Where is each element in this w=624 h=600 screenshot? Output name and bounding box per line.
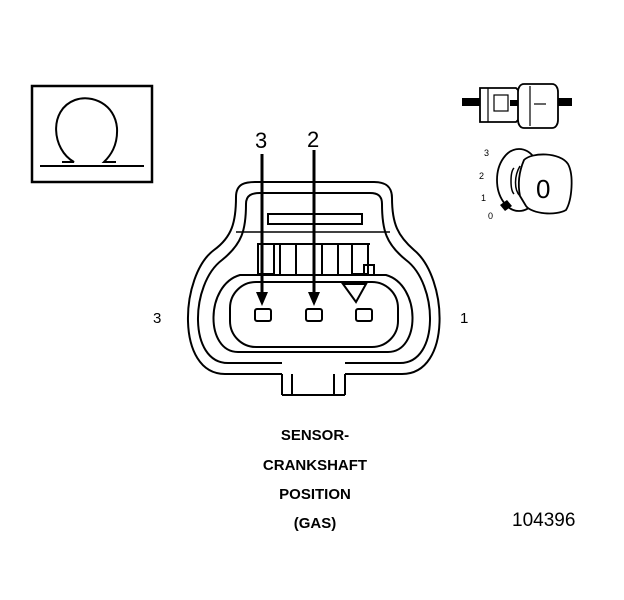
position-scale-2: 2 xyxy=(479,171,485,181)
side-label-left: 3 xyxy=(153,310,162,327)
terminal-2 xyxy=(305,308,323,322)
caption-line-3: POSITION xyxy=(279,486,351,503)
side-label-right: 1 xyxy=(460,310,469,327)
position-scale-1: 1 xyxy=(481,193,487,203)
view-label: 0 xyxy=(536,174,551,204)
caption-line-2: CRANKSHAFT xyxy=(262,457,368,474)
arrow-to-terminal-3 xyxy=(256,154,268,306)
pin-label-2-top: 2 xyxy=(307,127,320,152)
pin-label-3-top: 3 xyxy=(255,128,268,153)
ohm-icon xyxy=(30,84,154,184)
terminal-1 xyxy=(355,308,373,322)
position-scale-3: 3 xyxy=(484,148,490,158)
caption-line-4: (GAS) xyxy=(293,515,337,532)
position-view-icon xyxy=(496,148,573,215)
terminal-3 xyxy=(254,308,272,322)
caption-line-1: SENSOR- xyxy=(280,427,350,444)
connector-mating-icon xyxy=(462,83,572,129)
position-scale-0: 0 xyxy=(488,211,494,221)
reference-number: 104396 xyxy=(512,510,576,531)
arrow-to-terminal-2 xyxy=(308,150,320,306)
